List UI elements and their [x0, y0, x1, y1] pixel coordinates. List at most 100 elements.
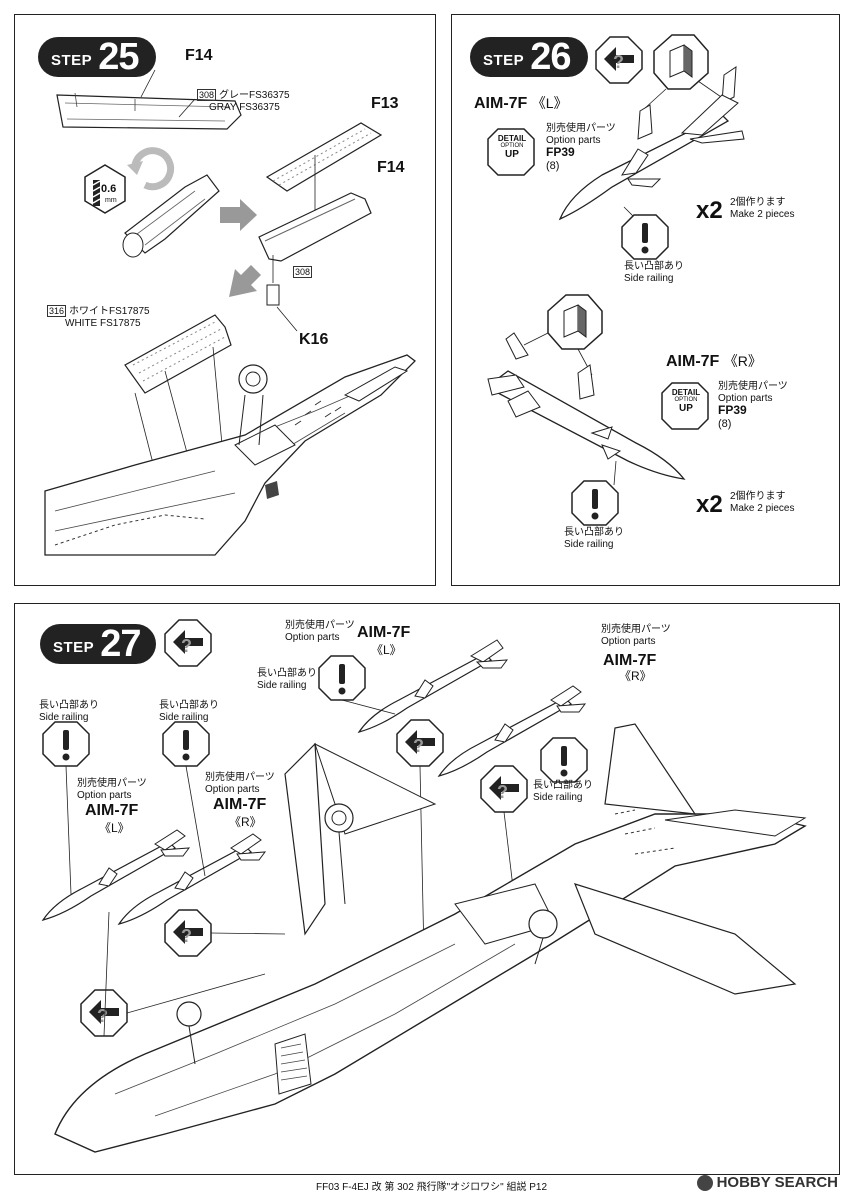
option-en: Option parts [77, 789, 132, 801]
option-jp: 別売使用パーツ [285, 620, 355, 631]
warning-icon [42, 721, 90, 767]
make-jp: 2個作ります [730, 491, 786, 502]
swap-direction-icon: ? [595, 36, 643, 84]
watermark-logo-icon [696, 1174, 713, 1191]
drill-size: 0.6 [101, 183, 117, 195]
option-jp: 別売使用パーツ [77, 778, 147, 789]
missile-r-title: AIM-7F 《R》 [666, 353, 762, 371]
missile-side: 《R》 [723, 353, 762, 369]
drill-unit: mm [105, 197, 117, 204]
step-25-panel: STEP 25 [14, 14, 436, 586]
missile-name: AIM-7F [474, 95, 528, 112]
make-en: Make 2 pieces [730, 208, 795, 220]
side-railing-left-1: 長い凸部あり Side railing [39, 700, 99, 723]
detail-up-text: DETAIL OPTION UP [490, 134, 534, 160]
badge-mid: OPTION [500, 143, 524, 150]
step-27-badge: STEP 27 [40, 622, 156, 665]
make-en: Make 2 pieces [730, 502, 795, 514]
svg-text:?: ? [181, 636, 192, 656]
rail-jp: 長い凸部あり [159, 700, 219, 711]
warning-icon [318, 655, 366, 701]
page-footer: FF03 F-4EJ 改 第 302 飛行隊"オジロワシ" 組説 P12 [316, 1182, 548, 1193]
fin-detail-icon [547, 294, 603, 350]
option-en: Option parts [601, 635, 656, 647]
warning-icon [571, 480, 619, 526]
part-k16: K16 [299, 331, 329, 348]
option-parts-l: 別売使用パーツ Option parts FP39 (8) [546, 123, 616, 172]
paint-en: GRAY FS36375 [209, 101, 280, 113]
step-label: STEP [483, 51, 525, 69]
side-railing-left-2: 長い凸部あり Side railing [159, 700, 219, 723]
rail-jp: 長い凸部あり [624, 261, 684, 272]
detail-up-text: DETAIL OPTION UP [664, 388, 708, 414]
detail-up-badge [487, 128, 535, 176]
option-part: FP39 [546, 145, 575, 159]
step-label: STEP [51, 51, 93, 69]
option-part: FP39 [718, 403, 747, 417]
option-parts-top-l: 別売使用パーツ Option parts [285, 620, 355, 643]
warning-icon [621, 214, 669, 260]
step-27-drawing: ? ? ? [41, 619, 807, 1153]
detail-up-badge [661, 382, 709, 430]
part-f14-top: F14 [185, 47, 213, 64]
missile-side-top-r: 《R》 [619, 669, 652, 683]
part-f14: F14 [377, 159, 405, 176]
badge-bot: UP [505, 148, 519, 160]
step-25-drawing [44, 69, 416, 556]
paint-jp: ホワイトFS17875 [69, 306, 150, 317]
missile-side-left-r: 《R》 [229, 815, 262, 829]
part-f13: F13 [371, 95, 399, 112]
svg-text:?: ? [413, 736, 424, 756]
option-parts-left-l: 別売使用パーツ Option parts [77, 778, 147, 801]
step-label: STEP [53, 638, 95, 656]
option-en: Option parts [205, 783, 260, 795]
option-en: Option parts [546, 134, 601, 146]
missile-left [558, 94, 745, 221]
missile-left-l [41, 829, 191, 922]
missile-side-left-l: 《L》 [99, 821, 130, 835]
step-number: 25 [98, 35, 139, 78]
missile-name: AIM-7F [666, 353, 720, 370]
step-number: 26 [530, 35, 571, 78]
paint-number: 316 [47, 305, 67, 318]
swap-direction-icon: ? [80, 989, 128, 1037]
option-parts-top-r: 別売使用パーツ Option parts [601, 624, 671, 647]
swap-direction-icon: ? [480, 765, 528, 813]
rail-jp: 長い凸部あり [564, 527, 624, 538]
badge-top: DETAIL [497, 134, 527, 143]
badge-bot: UP [679, 402, 693, 414]
warning-icon [540, 737, 588, 783]
step-number: 27 [100, 622, 141, 665]
hobby-search-watermark: HOBBY SEARCH [696, 1174, 838, 1191]
paint-number: 308 [197, 89, 217, 102]
option-parts-left-r: 別売使用パーツ Option parts [205, 772, 275, 795]
missile-side: 《L》 [531, 95, 568, 111]
step-27-panel: STEP 27 ? ? [14, 603, 840, 1175]
step-25-badge: STEP 25 [38, 35, 156, 78]
svg-text:?: ? [613, 52, 624, 72]
badge-mid: OPTION [674, 397, 698, 404]
side-railing-top-l: 長い凸部あり Side railing [257, 668, 317, 691]
side-railing-top-r: 長い凸部あり Side railing [533, 780, 593, 803]
rail-en: Side railing [624, 272, 674, 284]
step-26-drawing: ? [487, 34, 745, 526]
svg-text:?: ? [97, 1006, 108, 1026]
watermark-text: HOBBY SEARCH [716, 1174, 838, 1191]
warning-icon [162, 721, 210, 767]
missile-side-top-l: 《L》 [371, 643, 402, 657]
part-number: 308 [293, 266, 313, 279]
missile-top-left [357, 639, 509, 734]
swap-direction-icon: ? [164, 619, 212, 667]
rail-jp: 長い凸部あり [39, 700, 99, 711]
svg-text:?: ? [181, 926, 192, 946]
missile-title-left-r: AIM-7F [213, 796, 267, 813]
rail-en: Side railing [159, 711, 209, 723]
drill-hexagon-icon [84, 164, 126, 214]
option-en: Option parts [718, 392, 773, 404]
svg-text:?: ? [497, 782, 508, 802]
make-count-l: 2個作ります Make 2 pieces [730, 197, 794, 220]
f4-aircraft [54, 723, 807, 1153]
option-jp: 別売使用パーツ [601, 624, 671, 635]
rail-en: Side railing [533, 791, 583, 803]
